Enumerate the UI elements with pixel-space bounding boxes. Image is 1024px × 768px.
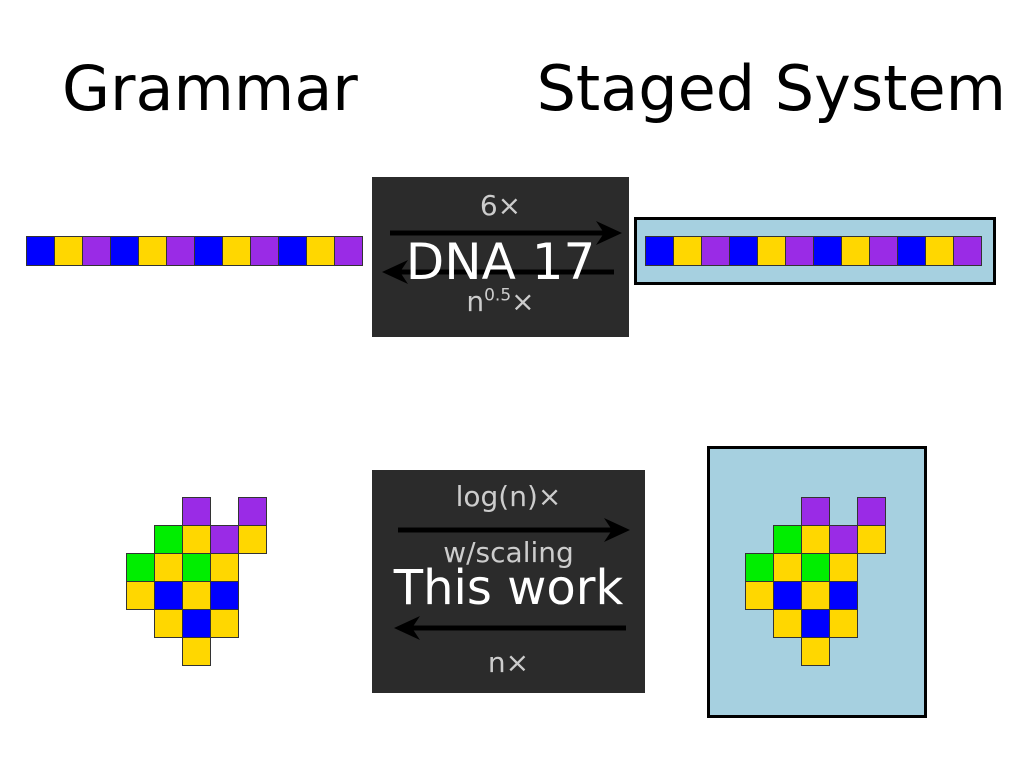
shape-tile-purple <box>857 497 886 526</box>
shape-tile-green <box>773 525 802 554</box>
staged-system-heading: Staged System <box>536 52 1006 125</box>
strip-tile-purple <box>785 236 814 266</box>
strip-tile-purple <box>166 236 195 266</box>
shape-tile-yellow <box>210 553 239 582</box>
shape-tile-yellow <box>126 581 155 610</box>
grammar-strip <box>26 236 363 266</box>
shape-tile-purple <box>801 497 830 526</box>
strip-tile-purple <box>334 236 363 266</box>
shape-tile-yellow <box>773 609 802 638</box>
shape-tile-yellow <box>154 553 183 582</box>
shape-tile-yellow <box>182 637 211 666</box>
shape-tile-green <box>126 553 155 582</box>
shape-tile-blue <box>773 581 802 610</box>
shape-tile-purple <box>829 525 858 554</box>
top-forward-label: 6× <box>479 189 522 222</box>
shape-tile-green <box>182 553 211 582</box>
double-arrow-icon <box>382 221 622 284</box>
grammar-heading: Grammar <box>62 52 358 125</box>
shape-tile-green <box>745 553 774 582</box>
shape-tile-yellow <box>773 553 802 582</box>
top-backward-exp: 0.5 <box>484 285 512 306</box>
strip-tile-yellow <box>306 236 335 266</box>
shape-tile-purple <box>238 497 267 526</box>
this-work-label: This work <box>393 560 624 616</box>
strip-tile-purple <box>82 236 111 266</box>
bottom-scaling-label: w/scaling <box>443 536 574 569</box>
shape-tile-purple <box>182 497 211 526</box>
shape-tile-yellow <box>182 581 211 610</box>
shape-tile-yellow <box>801 637 830 666</box>
this-work-box: log(n)× w/scaling This work n× <box>372 470 645 693</box>
top-backward-base: n <box>466 285 485 318</box>
staged-shape <box>745 497 886 666</box>
strip-tile-yellow <box>673 236 702 266</box>
strip-tile-yellow <box>757 236 786 266</box>
staged-strip <box>645 236 982 266</box>
shape-tile-blue <box>829 581 858 610</box>
strip-tile-purple <box>953 236 982 266</box>
shape-tile-purple <box>210 525 239 554</box>
shape-tile-yellow <box>829 609 858 638</box>
shape-tile-yellow <box>154 609 183 638</box>
strip-tile-blue <box>194 236 223 266</box>
bottom-forward-label: log(n)× <box>455 480 562 513</box>
shape-tile-blue <box>182 609 211 638</box>
strip-tile-blue <box>813 236 842 266</box>
strip-tile-blue <box>26 236 55 266</box>
shape-tile-yellow <box>745 581 774 610</box>
strip-tile-purple <box>250 236 279 266</box>
shape-tile-yellow <box>238 525 267 554</box>
bottom-backward-label: n× <box>487 646 530 679</box>
top-backward-label: n0.5× <box>372 285 629 318</box>
dna17-label: DNA 17 <box>405 233 596 291</box>
strip-tile-blue <box>729 236 758 266</box>
strip-tile-purple <box>869 236 898 266</box>
shape-tile-blue <box>801 609 830 638</box>
shape-tile-yellow <box>182 525 211 554</box>
shape-tile-yellow <box>801 525 830 554</box>
shape-tile-yellow <box>857 525 886 554</box>
shape-tile-yellow <box>829 553 858 582</box>
strip-tile-blue <box>110 236 139 266</box>
strip-tile-blue <box>897 236 926 266</box>
top-backward-suffix: × <box>511 285 535 318</box>
strip-tile-yellow <box>925 236 954 266</box>
shape-tile-green <box>154 525 183 554</box>
shape-tile-blue <box>154 581 183 610</box>
strip-tile-blue <box>278 236 307 266</box>
dna17-box: 6× DNA 17 n0.5× <box>372 177 629 337</box>
strip-tile-yellow <box>54 236 83 266</box>
shape-tile-yellow <box>801 581 830 610</box>
strip-tile-yellow <box>222 236 251 266</box>
double-arrow-icon <box>394 518 630 640</box>
grammar-shape <box>126 497 267 666</box>
shape-tile-blue <box>210 581 239 610</box>
shape-tile-green <box>801 553 830 582</box>
strip-tile-purple <box>701 236 730 266</box>
strip-tile-blue <box>645 236 674 266</box>
shape-tile-yellow <box>210 609 239 638</box>
strip-tile-yellow <box>138 236 167 266</box>
strip-tile-yellow <box>841 236 870 266</box>
